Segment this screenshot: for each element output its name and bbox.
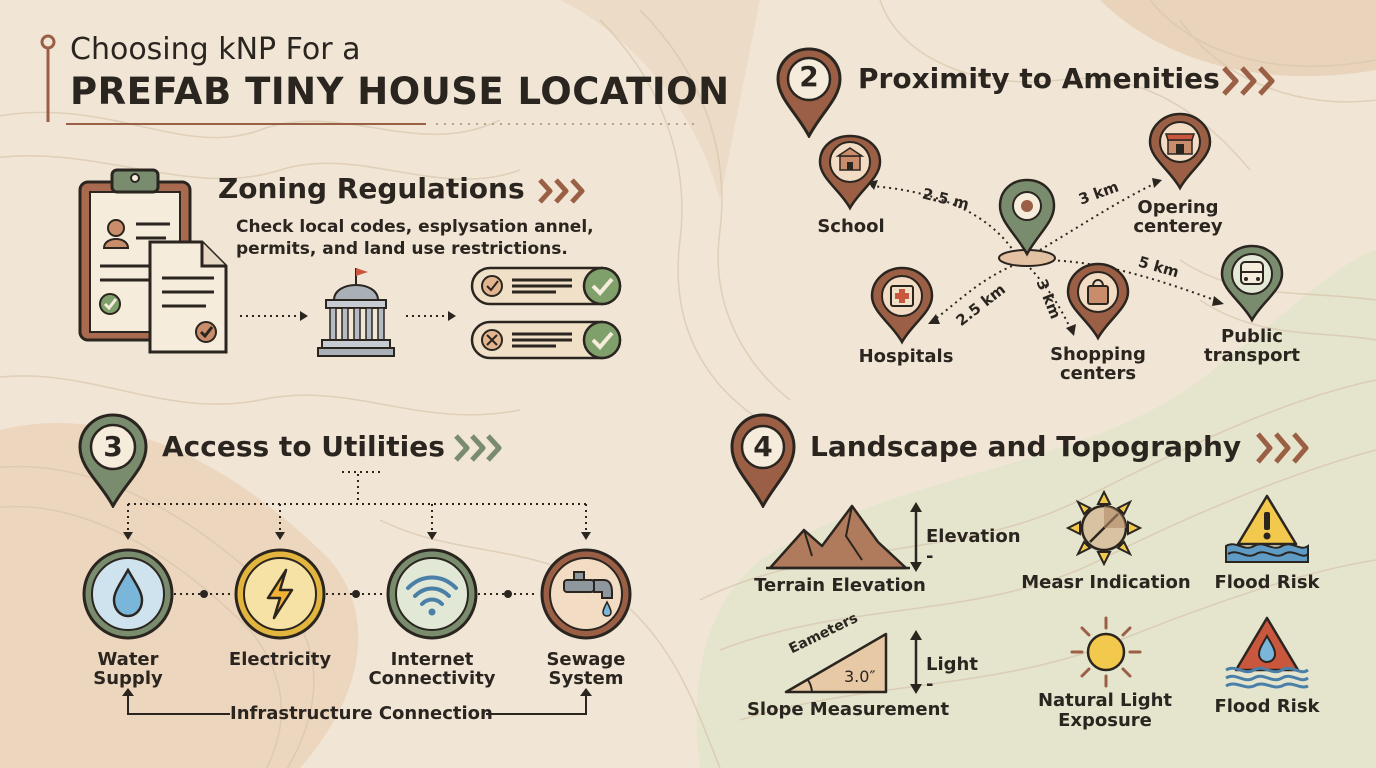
internet-label-1: Internet (390, 649, 474, 670)
zoning-heading: Zoning Regulations (218, 172, 525, 205)
faucet-icon (540, 548, 632, 640)
store-label-2: centerey (1133, 216, 1223, 237)
title-pin-icon (40, 34, 56, 122)
utilities-number-pin (78, 413, 148, 508)
transport-label-1: Public (1221, 326, 1283, 347)
amenities-heading: Proximity to Amenities (858, 62, 1220, 95)
measr-label: Measr Indication (1021, 572, 1191, 593)
natural-light-label-2: Exposure (1058, 710, 1152, 731)
wifi-icon (386, 548, 478, 640)
terrain-label: Terrain Elevation (754, 575, 926, 596)
landscape-number: 4 (753, 430, 773, 463)
title-line-2: PREFAB TINY HOUSE LOCATION (70, 70, 730, 113)
checklist-icon (470, 266, 622, 360)
shopping-bag-icon (1087, 279, 1109, 305)
light-arrow (910, 630, 922, 694)
lightning-icon (234, 548, 326, 640)
chevrons-icon (1256, 432, 1309, 464)
landscape-heading: Landscape and Topography (810, 430, 1242, 463)
store-pin (1148, 112, 1212, 191)
internet-label-2: Connectivity (368, 668, 496, 689)
school-label: School (817, 216, 885, 237)
natural-light-label-1: Natural Light (1037, 690, 1173, 711)
route-store (1039, 181, 1159, 251)
title-underline (66, 123, 696, 125)
slope-value: 3.0″ (844, 667, 876, 686)
utilities-heading: Access to Utilities (162, 430, 445, 463)
courthouse-icon (317, 268, 395, 357)
amenities-number-pin (776, 47, 842, 138)
warning-icon (1225, 494, 1309, 563)
light-sub: - (926, 674, 934, 695)
title-line-1: Choosing kNP For a (70, 32, 361, 67)
zoning-flow (240, 266, 622, 360)
utilities-diagram (82, 471, 632, 715)
flow-arrow-2 (406, 311, 456, 321)
light-label: Light (926, 654, 978, 675)
sewage-label-1: Sewage (546, 649, 626, 670)
flood-risk-label-2: Flood Risk (1214, 696, 1320, 717)
hospital-icon (890, 285, 914, 307)
electricity-label: Electricity (228, 649, 332, 670)
flood-icon (1225, 616, 1309, 689)
clipboard-icon (78, 168, 228, 354)
slope-label: Slope Measurement (746, 699, 950, 720)
chevrons-icon (454, 434, 502, 462)
mountain-icon (766, 504, 910, 570)
school-pin (818, 134, 882, 211)
route-shopping (1029, 267, 1073, 333)
flow-arrow-1 (240, 311, 308, 321)
shopping-pin (1066, 262, 1130, 341)
elevation-sub: - (926, 546, 934, 567)
hospital-label: Hospitals (858, 346, 954, 367)
transport-pin (1220, 244, 1284, 323)
map-pin-icon (998, 178, 1056, 257)
zoning-description-1: Check local codes, esplysation annel, (236, 217, 594, 237)
landscape-number-pin (730, 413, 796, 508)
store-icon (1164, 133, 1196, 155)
route-transport (1039, 259, 1221, 303)
infrastructure-label: Infrastructure Connection (230, 703, 493, 724)
elevation-label: Elevation (926, 526, 1021, 547)
transport-label-2: transport (1204, 345, 1300, 366)
flood-risk-label-1: Flood Risk (1214, 572, 1320, 593)
sun-dial-icon (1066, 490, 1142, 566)
water-drop-icon (82, 548, 174, 640)
bus-icon (1240, 261, 1264, 285)
chevrons-icon (538, 178, 585, 204)
sun-icon (1070, 616, 1142, 688)
route-hospital (933, 265, 1013, 321)
route-school (869, 185, 1019, 259)
slope-icon (784, 632, 888, 694)
store-label-1: Opering (1137, 197, 1219, 218)
terrain-graphics (766, 502, 922, 694)
sewage-label-2: System (548, 668, 624, 689)
chevrons-icon (1222, 66, 1275, 96)
school-icon (835, 147, 865, 171)
water-supply-label-2: Supply (93, 668, 163, 689)
water-supply-label-1: Water (97, 649, 159, 670)
zoning-description-2: permits, and land use restrictions. (236, 239, 568, 259)
amenities-map (818, 112, 1284, 345)
hospital-pin (870, 266, 934, 345)
shopping-label-1: Shopping (1050, 344, 1146, 365)
shopping-label-2: centers (1059, 363, 1137, 384)
utilities-number: 3 (103, 430, 123, 463)
elevation-arrow (910, 502, 922, 572)
amenities-number: 2 (799, 60, 819, 93)
